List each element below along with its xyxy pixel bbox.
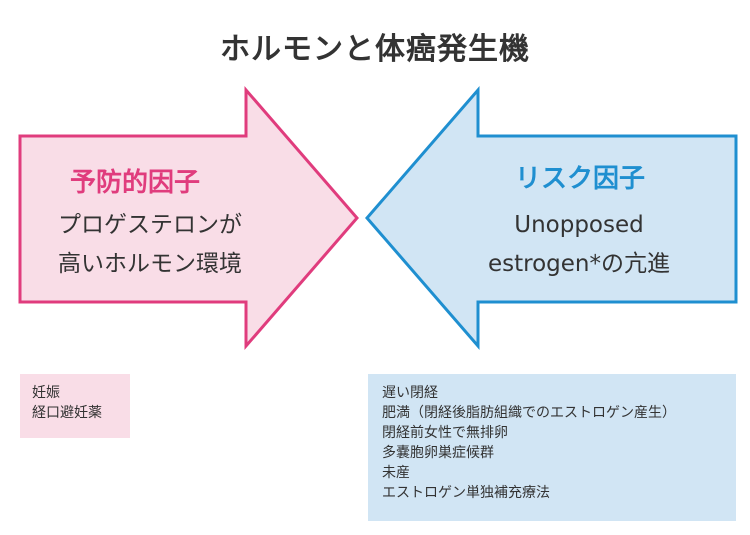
list-item: 妊娠 bbox=[32, 385, 60, 401]
risk-factors-description: Unopposed estrogen*の亢進 bbox=[448, 206, 710, 284]
list-item: 閉経前女性で無排卵 bbox=[382, 425, 508, 441]
list-item: 遅い閉経 bbox=[382, 385, 438, 401]
protective-factors-heading: 予防的因子 bbox=[69, 168, 200, 198]
list-item: 肥満（閉経後脂肪組織でのエストロゲン産生） bbox=[382, 405, 676, 421]
protective-arrow bbox=[18, 85, 359, 351]
diagram-title: ホルモンと体癌発生機 bbox=[220, 32, 530, 67]
risk-description-line: estrogen*の亢進 bbox=[487, 251, 670, 277]
protective-description-line: プロゲステロンが bbox=[58, 212, 242, 238]
list-item: 経口避妊薬 bbox=[32, 405, 102, 421]
risk-arrow bbox=[365, 85, 738, 351]
list-item: エストロゲン単独補充療法 bbox=[382, 485, 550, 501]
list-item: 未産 bbox=[382, 465, 410, 481]
protective-factors-list: 妊娠 経口避妊薬 bbox=[20, 374, 130, 438]
list-item: 多嚢胞卵巣症候群 bbox=[382, 445, 494, 461]
risk-factors-list: 遅い閉経 肥満（閉経後脂肪組織でのエストロゲン産生） 閉経前女性で無排卵 多嚢胞… bbox=[368, 374, 736, 521]
protective-description-line: 高いホルモン環境 bbox=[58, 251, 242, 277]
risk-factors-heading: リスク因子 bbox=[514, 164, 645, 194]
protective-factors-description: プロゲステロンが 高いホルモン環境 bbox=[20, 206, 280, 284]
risk-description-line: Unopposed bbox=[514, 212, 644, 238]
